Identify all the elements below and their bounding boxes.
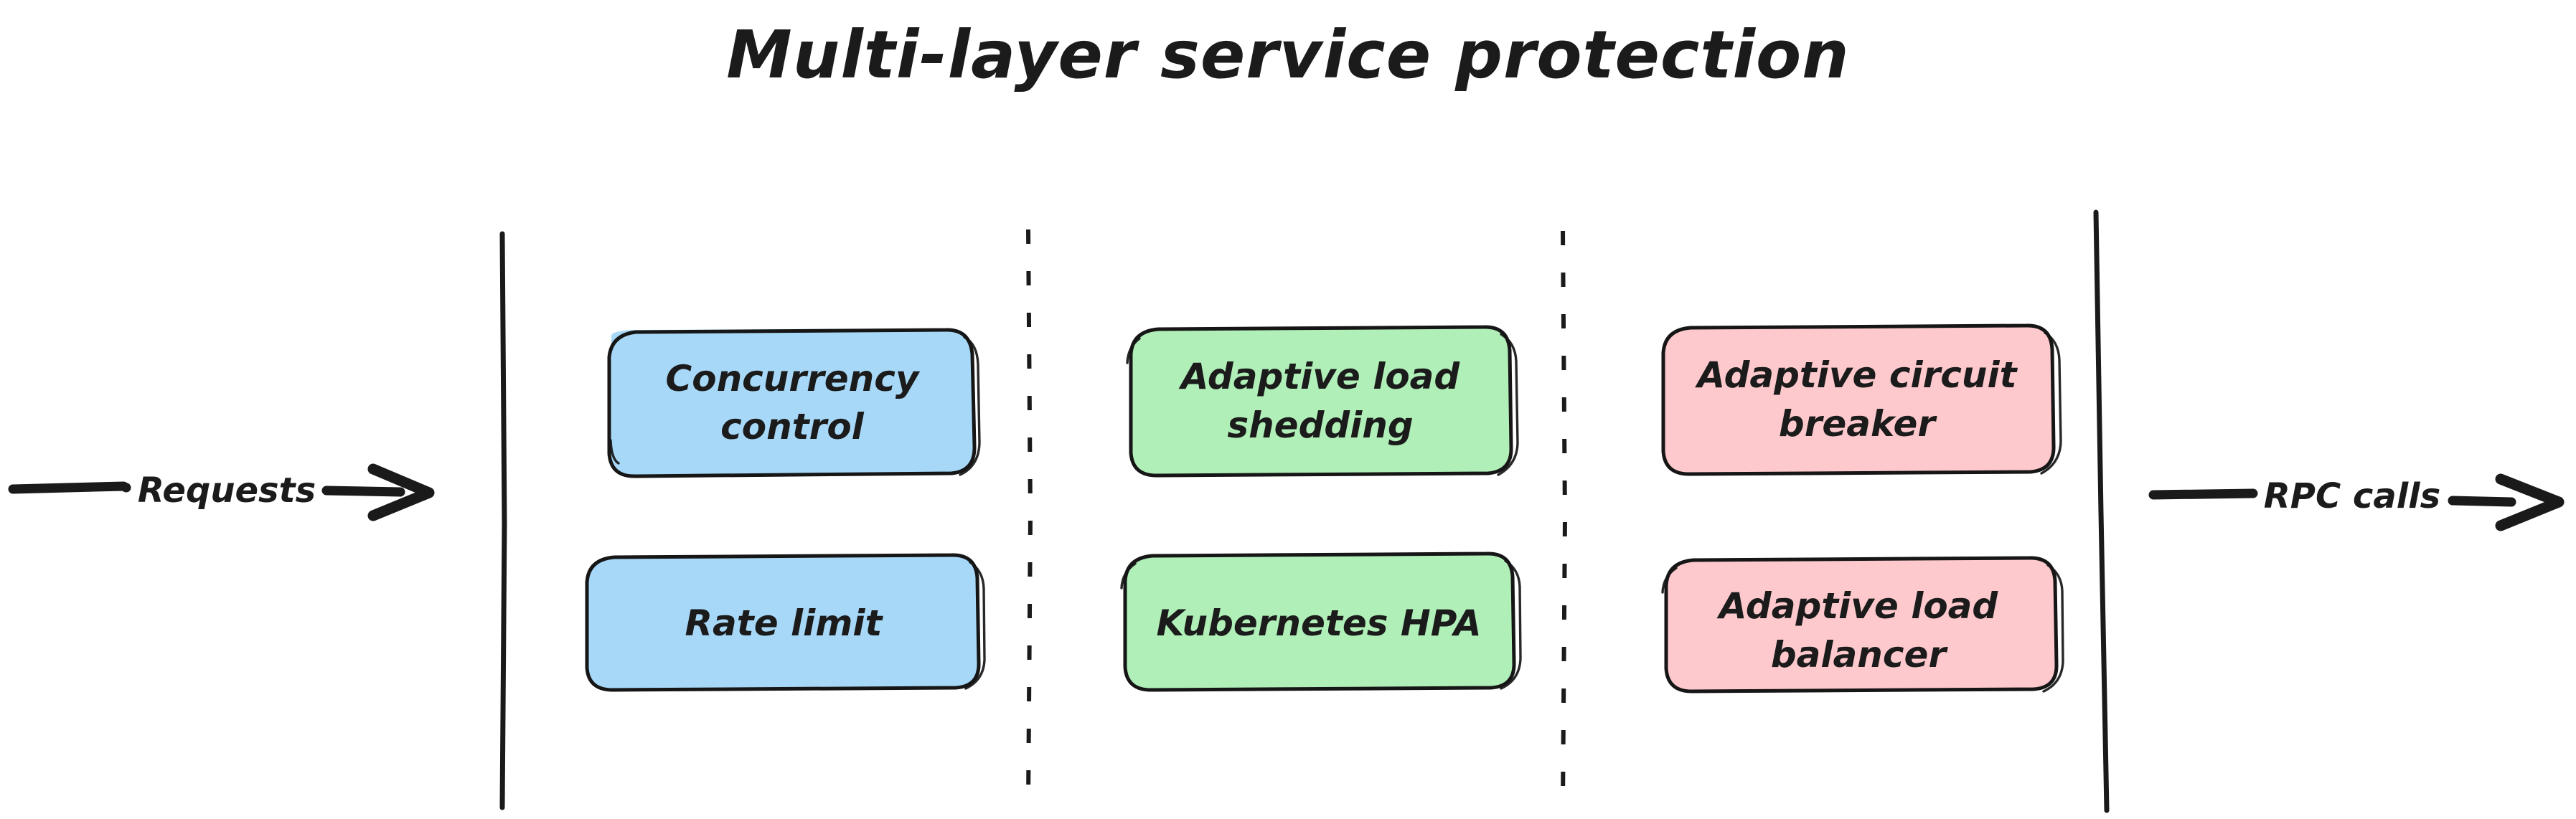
node-adaptive-load-balancer-fill [1668,558,2056,691]
node-rate-limit[interactable]: Rate limit [585,553,986,692]
node-concurrency-control-fill [610,328,974,476]
node-rate-limit-fill [588,555,979,690]
node-kubernetes-hpa[interactable]: Kubernetes HPA [1120,551,1522,692]
inbound-arrow-tail [8,481,131,494]
lane-divider-2 [1561,230,1568,805]
node-adaptive-load-balancer-label-line1: Adaptive load [1716,585,1999,627]
node-kubernetes-hpa-fill [1127,554,1514,690]
diagram-title: Multi-layer service protection [726,16,1849,93]
inbound-arrow-head [367,463,435,521]
service-boundary-left [499,231,507,810]
lane-divider-1 [1026,229,1033,804]
node-adaptive-load-shedding-label-line1: Adaptive load [1178,356,1461,397]
node-adaptive-load-shedding-fill [1132,327,1511,475]
node-concurrency-control-label-line2: control [720,406,864,448]
node-adaptive-circuit-breaker-label-line1: Adaptive circuit [1694,354,2018,396]
inbound-arrow-stem [321,486,405,497]
node-adaptive-circuit-breaker-label-line2: breaker [1779,403,1937,445]
node-concurrency-control-label-line1: Concurrency [666,358,921,399]
node-rate-limit-label-line1: Rate limit [685,602,884,644]
node-adaptive-load-balancer-label-line2: balancer [1771,634,1949,676]
node-adaptive-load-shedding[interactable]: Adaptive load shedding [1126,325,1519,478]
outbound-arrow [2148,473,2565,531]
outbound-arrow-stem [2448,496,2516,507]
outbound-arrow-tail [2148,488,2258,500]
node-adaptive-load-shedding-label-line2: shedding [1227,404,1413,446]
inbound-arrow [8,463,435,521]
inbound-arrow-label: Requests [138,470,316,511]
service-boundary-right [2093,209,2110,813]
node-adaptive-load-balancer[interactable]: Adaptive load balancer [1661,556,2064,693]
outbound-arrow-label: RPC calls [2264,476,2440,516]
node-adaptive-circuit-breaker-fill [1665,326,2054,473]
outbound-arrow-head [2495,473,2565,531]
node-concurrency-control[interactable]: Concurrency control [607,328,981,478]
node-adaptive-circuit-breaker[interactable]: Adaptive circuit breaker [1661,323,2062,476]
node-kubernetes-hpa-label-line1: Kubernetes HPA [1156,602,1481,644]
